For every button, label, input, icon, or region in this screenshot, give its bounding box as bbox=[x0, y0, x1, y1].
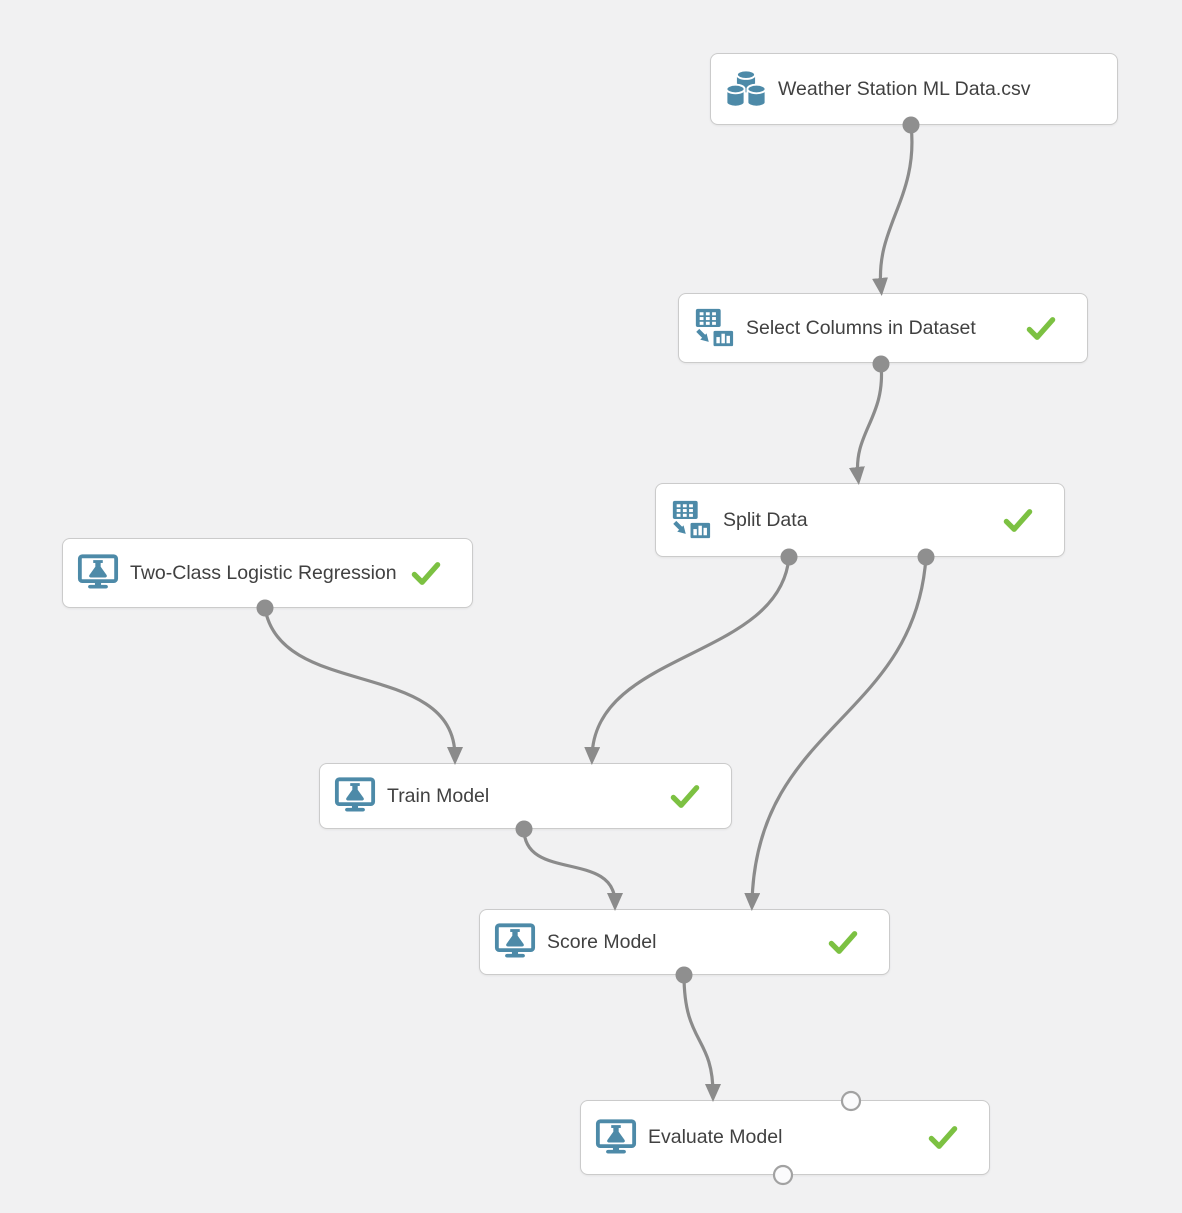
module-label: Train Model bbox=[387, 784, 490, 807]
edge-weather-csv-to-select-columns[interactable] bbox=[872, 124, 914, 296]
module-node-score-model[interactable]: Score Model bbox=[479, 909, 890, 975]
output-port-weather-csv[interactable] bbox=[902, 116, 920, 134]
transform-icon bbox=[670, 499, 712, 541]
model-icon bbox=[595, 1117, 637, 1159]
status-success-check-icon bbox=[1026, 316, 1056, 341]
output-port-score-model[interactable] bbox=[675, 966, 693, 984]
status-success-check-icon bbox=[411, 561, 441, 586]
status-success-check-icon bbox=[670, 784, 700, 809]
output-port-two-class-logistic-regression[interactable] bbox=[256, 599, 274, 617]
edge-split-data-to-score-model[interactable] bbox=[744, 556, 928, 911]
module-label: Evaluate Model bbox=[648, 1126, 783, 1148]
module-node-two-class-logistic-regression[interactable]: Two-Class Logistic Regression bbox=[62, 538, 473, 608]
status-success-check-icon bbox=[828, 930, 858, 955]
model-icon bbox=[494, 921, 536, 963]
transform-icon bbox=[693, 307, 735, 349]
edge-select-columns-to-split-data[interactable] bbox=[848, 363, 884, 485]
output-port-train-model[interactable] bbox=[515, 820, 533, 838]
module-node-split-data[interactable]: Split Data bbox=[655, 483, 1065, 557]
output-port-unconnected-evaluate-model[interactable] bbox=[772, 1164, 794, 1186]
edge-split-data-to-train-model[interactable] bbox=[584, 556, 791, 765]
status-success-check-icon bbox=[1003, 508, 1033, 533]
edge-two-class-logistic-regression-to-train-model[interactable] bbox=[263, 607, 463, 765]
output-port-select-columns[interactable] bbox=[872, 355, 890, 373]
module-node-weather-csv[interactable]: Weather Station ML Data.csv bbox=[710, 53, 1118, 125]
status-success-check-icon bbox=[928, 1125, 958, 1150]
dataset-icon bbox=[725, 68, 767, 110]
module-label: Weather Station ML Data.csv bbox=[778, 77, 1031, 100]
module-node-evaluate-model[interactable]: Evaluate Model bbox=[580, 1100, 990, 1175]
edge-train-model-to-score-model[interactable] bbox=[522, 828, 623, 911]
module-label: Select Columns in Dataset bbox=[746, 316, 976, 339]
module-label: Two-Class Logistic Regression bbox=[130, 561, 397, 584]
edge-score-model-to-evaluate-model[interactable] bbox=[682, 974, 721, 1102]
module-label: Score Model bbox=[547, 930, 657, 953]
input-port-unconnected-evaluate-model[interactable] bbox=[840, 1090, 862, 1112]
module-label: Split Data bbox=[723, 508, 808, 531]
module-node-train-model[interactable]: Train Model bbox=[319, 763, 732, 829]
model-icon bbox=[334, 775, 376, 817]
model-icon bbox=[77, 552, 119, 594]
module-node-select-columns[interactable]: Select Columns in Dataset bbox=[678, 293, 1088, 363]
output-port-split-data[interactable] bbox=[917, 548, 935, 566]
output-port-split-data[interactable] bbox=[780, 548, 798, 566]
